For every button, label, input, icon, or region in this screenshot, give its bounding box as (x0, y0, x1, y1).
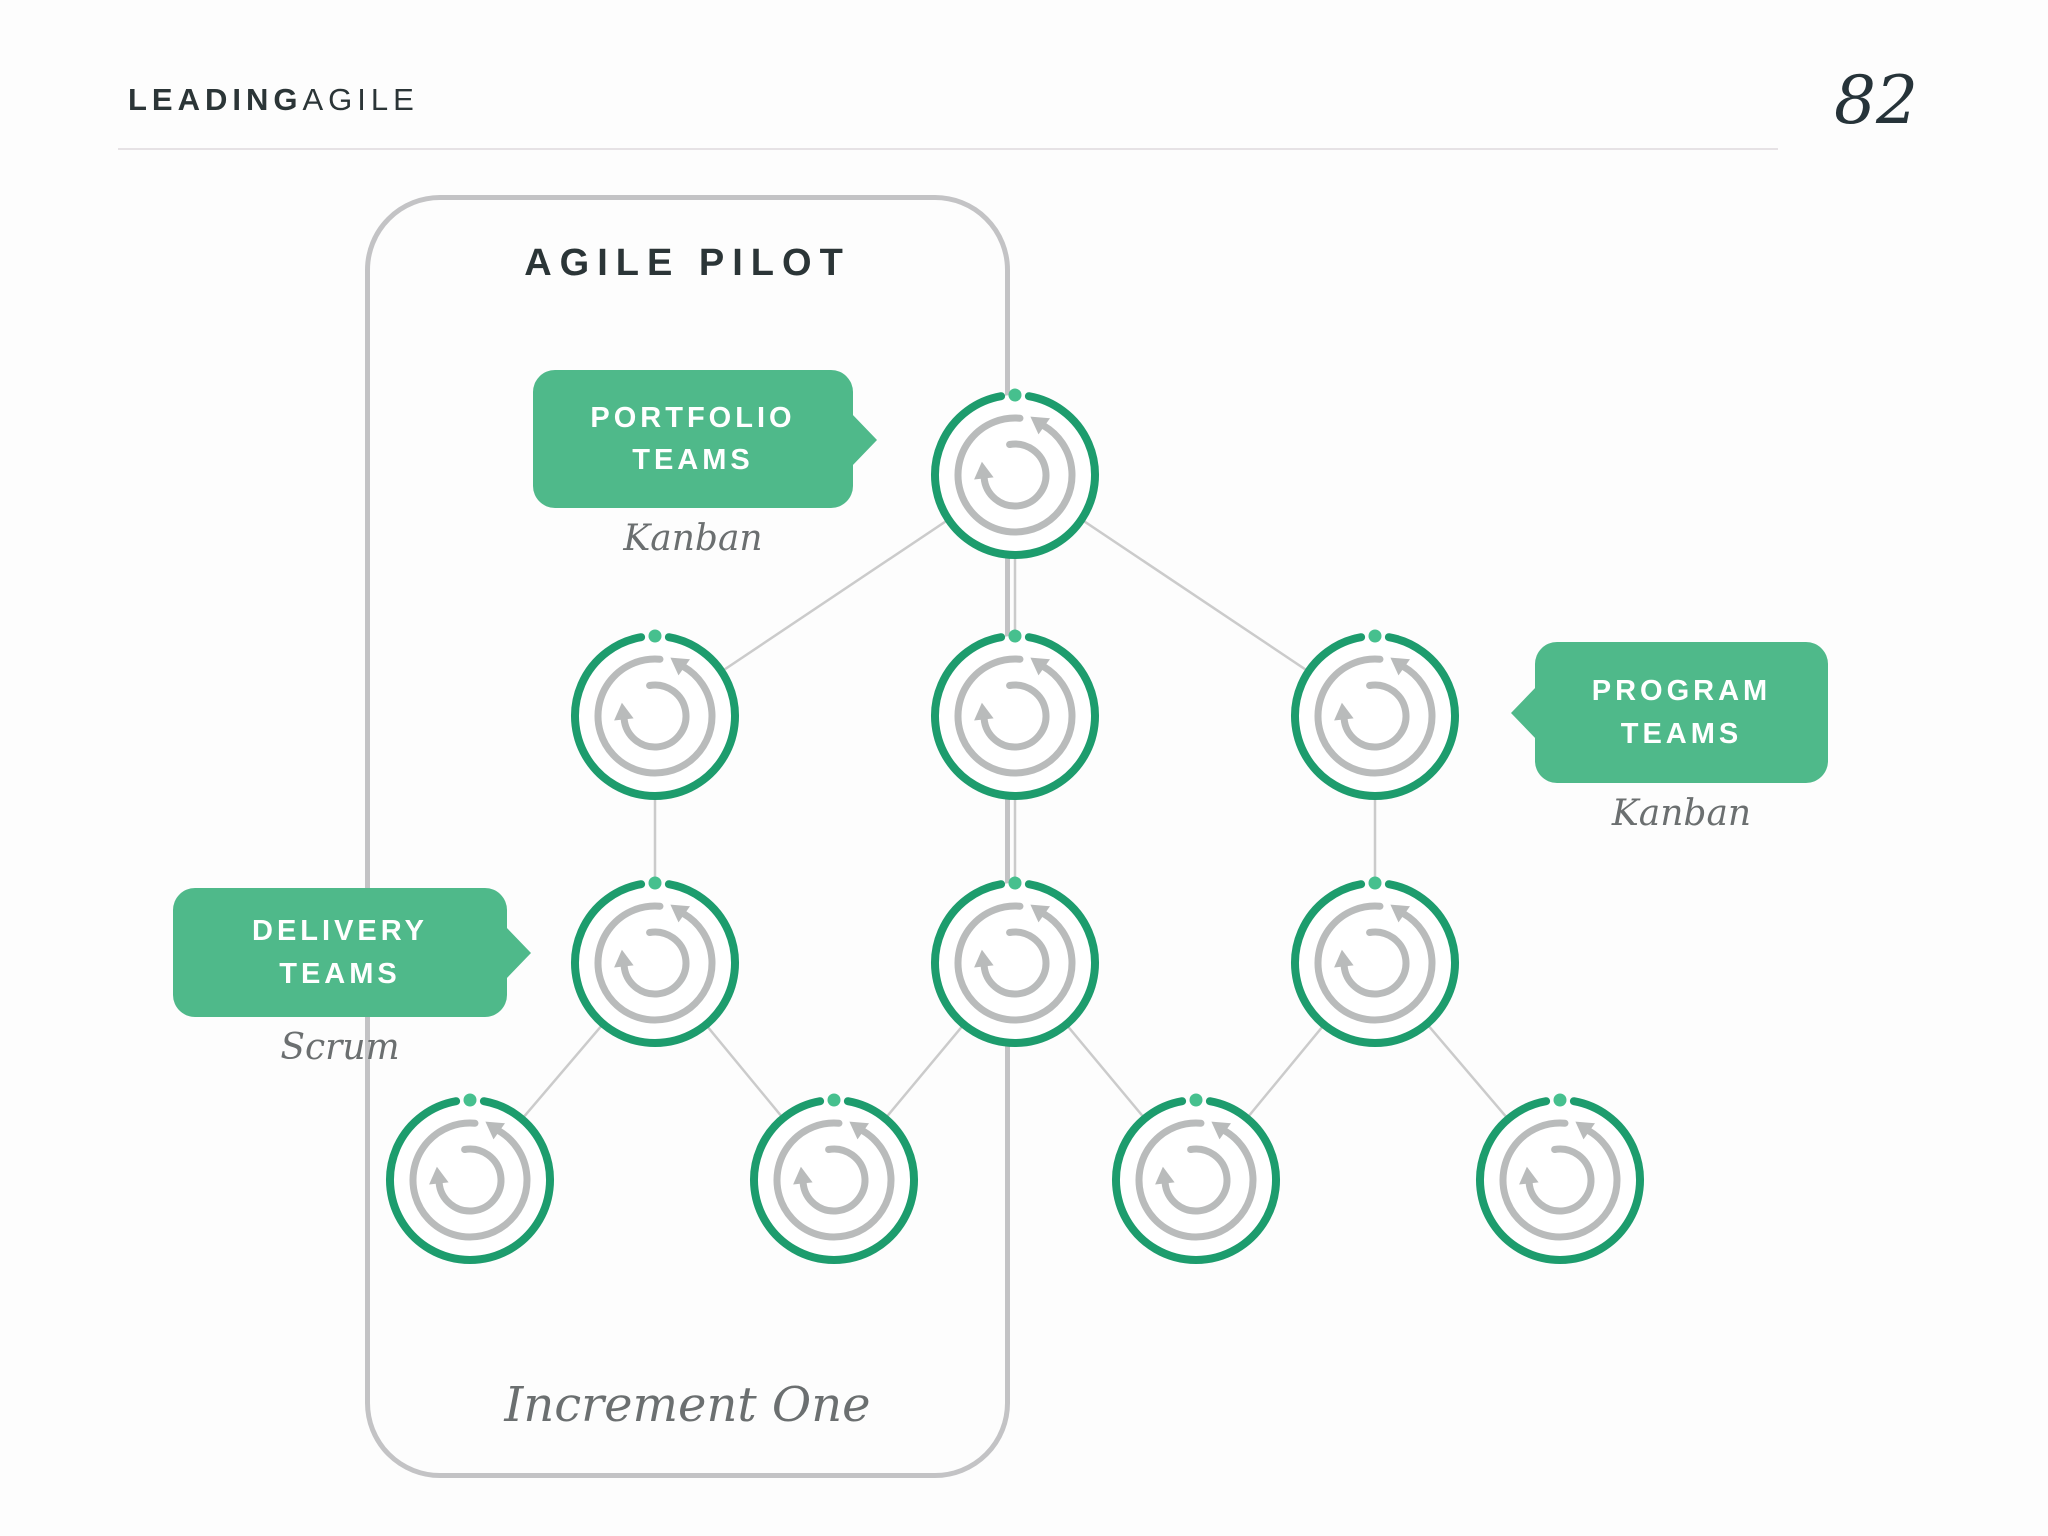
header-divider (118, 148, 1778, 150)
logo-primary-text: LEADING (128, 82, 303, 117)
team-node-program-1 (575, 630, 735, 797)
team-node-delivery-1 (575, 877, 735, 1044)
connector-lines (469, 473, 1561, 1181)
team-node-program-3 (1295, 630, 1455, 797)
page-number: 82 (1834, 62, 1918, 139)
delivery-teams-bubble: DELIVERY TEAMS (173, 888, 531, 1017)
logo-secondary-text: AGILE (302, 82, 419, 117)
pilot-box-title: AGILE PILOT (524, 242, 851, 284)
team-node-program-2 (935, 630, 1095, 797)
delivery-teams-callout: DELIVERY TEAMS Scrum (173, 888, 531, 1068)
leadingagile-logo: LEADINGAGILE (128, 82, 419, 118)
callout-label-line1: PORTFOLIO (590, 401, 796, 434)
team-node-team-1 (390, 1094, 550, 1261)
team-node-delivery-2 (935, 877, 1095, 1044)
callout-label-line1: PROGRAM (1591, 675, 1772, 708)
portfolio-teams-callout: PORTFOLIO TEAMS Kanban (533, 370, 877, 559)
callout-label-line2: TEAMS (1620, 717, 1743, 750)
team-node-portfolio (935, 389, 1095, 556)
delivery-method-label: Scrum (280, 1027, 400, 1068)
increment-label: Increment One (504, 1377, 871, 1433)
team-node-team-2 (754, 1094, 914, 1261)
callout-label-line2: TEAMS (632, 444, 754, 476)
portfolio-teams-bubble: PORTFOLIO TEAMS (533, 370, 877, 508)
team-node-team-3 (1116, 1094, 1276, 1261)
team-node-delivery-3 (1295, 877, 1455, 1044)
callout-tail-right-icon (505, 926, 531, 980)
callout-tail-left-icon (1511, 686, 1537, 740)
agile-pilot-boundary: AGILE PILOT Increment One (365, 195, 1010, 1478)
portfolio-method-label: Kanban (623, 518, 763, 559)
program-teams-bubble: PROGRAM TEAMS (1511, 642, 1828, 783)
program-method-label: Kanban (1611, 793, 1752, 834)
team-node-team-4 (1480, 1094, 1640, 1261)
callout-label-line1: DELIVERY (252, 915, 428, 948)
slide-header: LEADINGAGILE 82 (0, 0, 2048, 160)
program-teams-callout: PROGRAM TEAMS Kanban (1511, 642, 1828, 834)
callout-tail-right-icon (851, 413, 877, 467)
callout-label-line2: TEAMS (279, 957, 401, 990)
